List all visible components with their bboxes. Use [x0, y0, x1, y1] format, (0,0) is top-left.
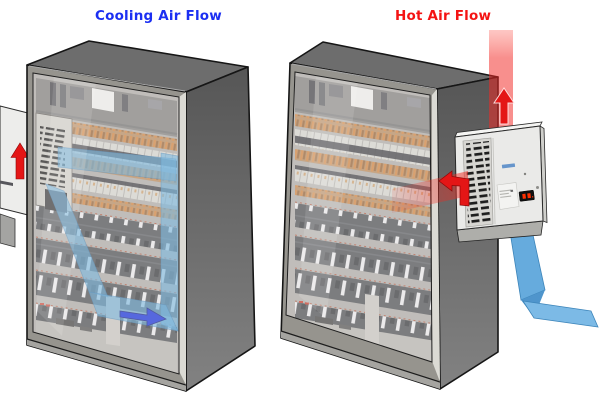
- screw-dot: [536, 186, 539, 189]
- ac-brand-logo: [501, 163, 516, 169]
- screw-dot: [523, 172, 527, 176]
- hot-panel-title: Hot Air Flow: [395, 8, 492, 24]
- left-arrow-icon: [438, 170, 470, 207]
- cooling-panel-title: Cooling Air Flow: [95, 8, 222, 24]
- left-ac-unit: [0, 105, 30, 248]
- cooling-air-band: [45, 146, 179, 332]
- led-display: [518, 190, 535, 202]
- right-arrow-icon: [119, 307, 167, 327]
- cold-air-return-band: [509, 231, 599, 328]
- left-cabinet: [26, 40, 256, 392]
- ac-grille: [462, 137, 494, 228]
- right-ac-unit: [454, 121, 548, 243]
- up-arrow-icon: [493, 87, 515, 125]
- ac-label-sticker: [496, 182, 520, 210]
